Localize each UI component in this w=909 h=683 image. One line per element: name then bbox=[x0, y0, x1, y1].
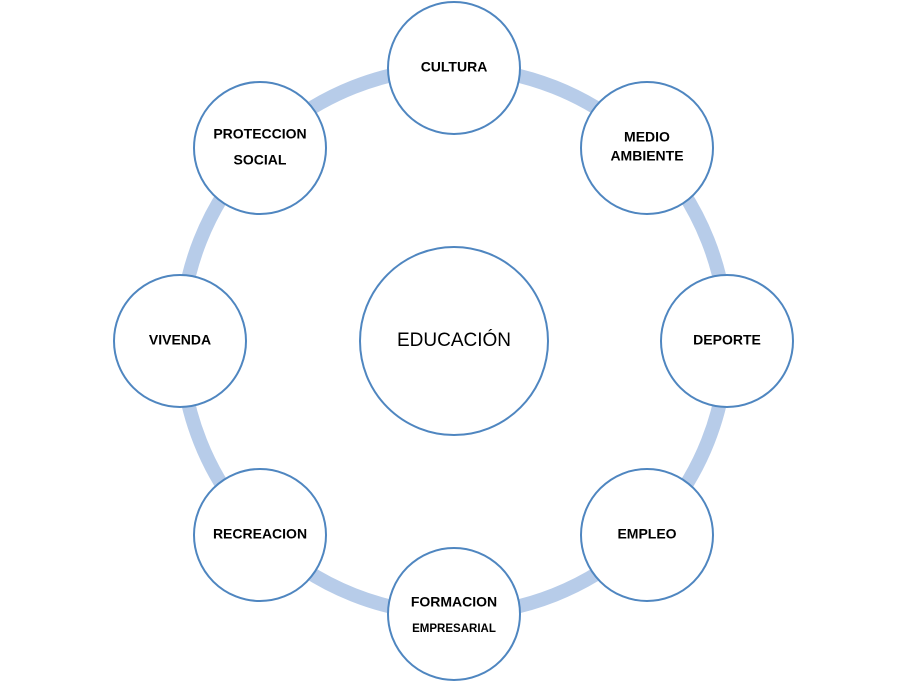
node-circle bbox=[660, 274, 794, 408]
node-label: EMPRESARIAL bbox=[412, 623, 496, 635]
node-deporte: DEPORTE bbox=[660, 274, 794, 408]
node-label: RECREACION bbox=[213, 526, 307, 542]
node-circle bbox=[580, 468, 714, 602]
node-medio-ambiente: MEDIO AMBIENTE bbox=[580, 81, 714, 215]
node-circle bbox=[580, 81, 714, 215]
node-label: EMPLEO bbox=[617, 526, 676, 542]
node-vivenda: VIVENDA bbox=[113, 274, 247, 408]
node-empleo: EMPLEO bbox=[580, 468, 714, 602]
node-label: MEDIO bbox=[624, 129, 670, 145]
node-circle bbox=[387, 1, 521, 135]
node-label: AMBIENTE bbox=[610, 148, 683, 164]
center-circle bbox=[359, 246, 549, 436]
node-label: CULTURA bbox=[421, 59, 488, 75]
node-label: VIVENDA bbox=[149, 332, 211, 348]
center-label: EDUCACIÓN bbox=[397, 329, 511, 351]
node-circle bbox=[387, 547, 521, 681]
center-node: EDUCACIÓN bbox=[359, 246, 549, 436]
node-circle bbox=[113, 274, 247, 408]
node-label: PROTECCION bbox=[213, 126, 306, 142]
node-recreacion: RECREACION bbox=[193, 468, 327, 602]
node-cultura: CULTURA bbox=[387, 1, 521, 135]
outer-nodes: CULTURA MEDIO AMBIENTE DEPORTE EMPLEO FORMACI… bbox=[113, 1, 794, 681]
node-circle bbox=[193, 468, 327, 602]
node-label: FORMACION bbox=[411, 594, 497, 610]
node-circle bbox=[193, 81, 327, 215]
node-label: DEPORTE bbox=[693, 332, 761, 348]
node-proteccion-social: PROTECCION SOCIAL bbox=[193, 81, 327, 215]
node-formacion-empresarial: FORMACION EMPRESARIAL bbox=[387, 547, 521, 681]
node-label: SOCIAL bbox=[234, 152, 287, 168]
